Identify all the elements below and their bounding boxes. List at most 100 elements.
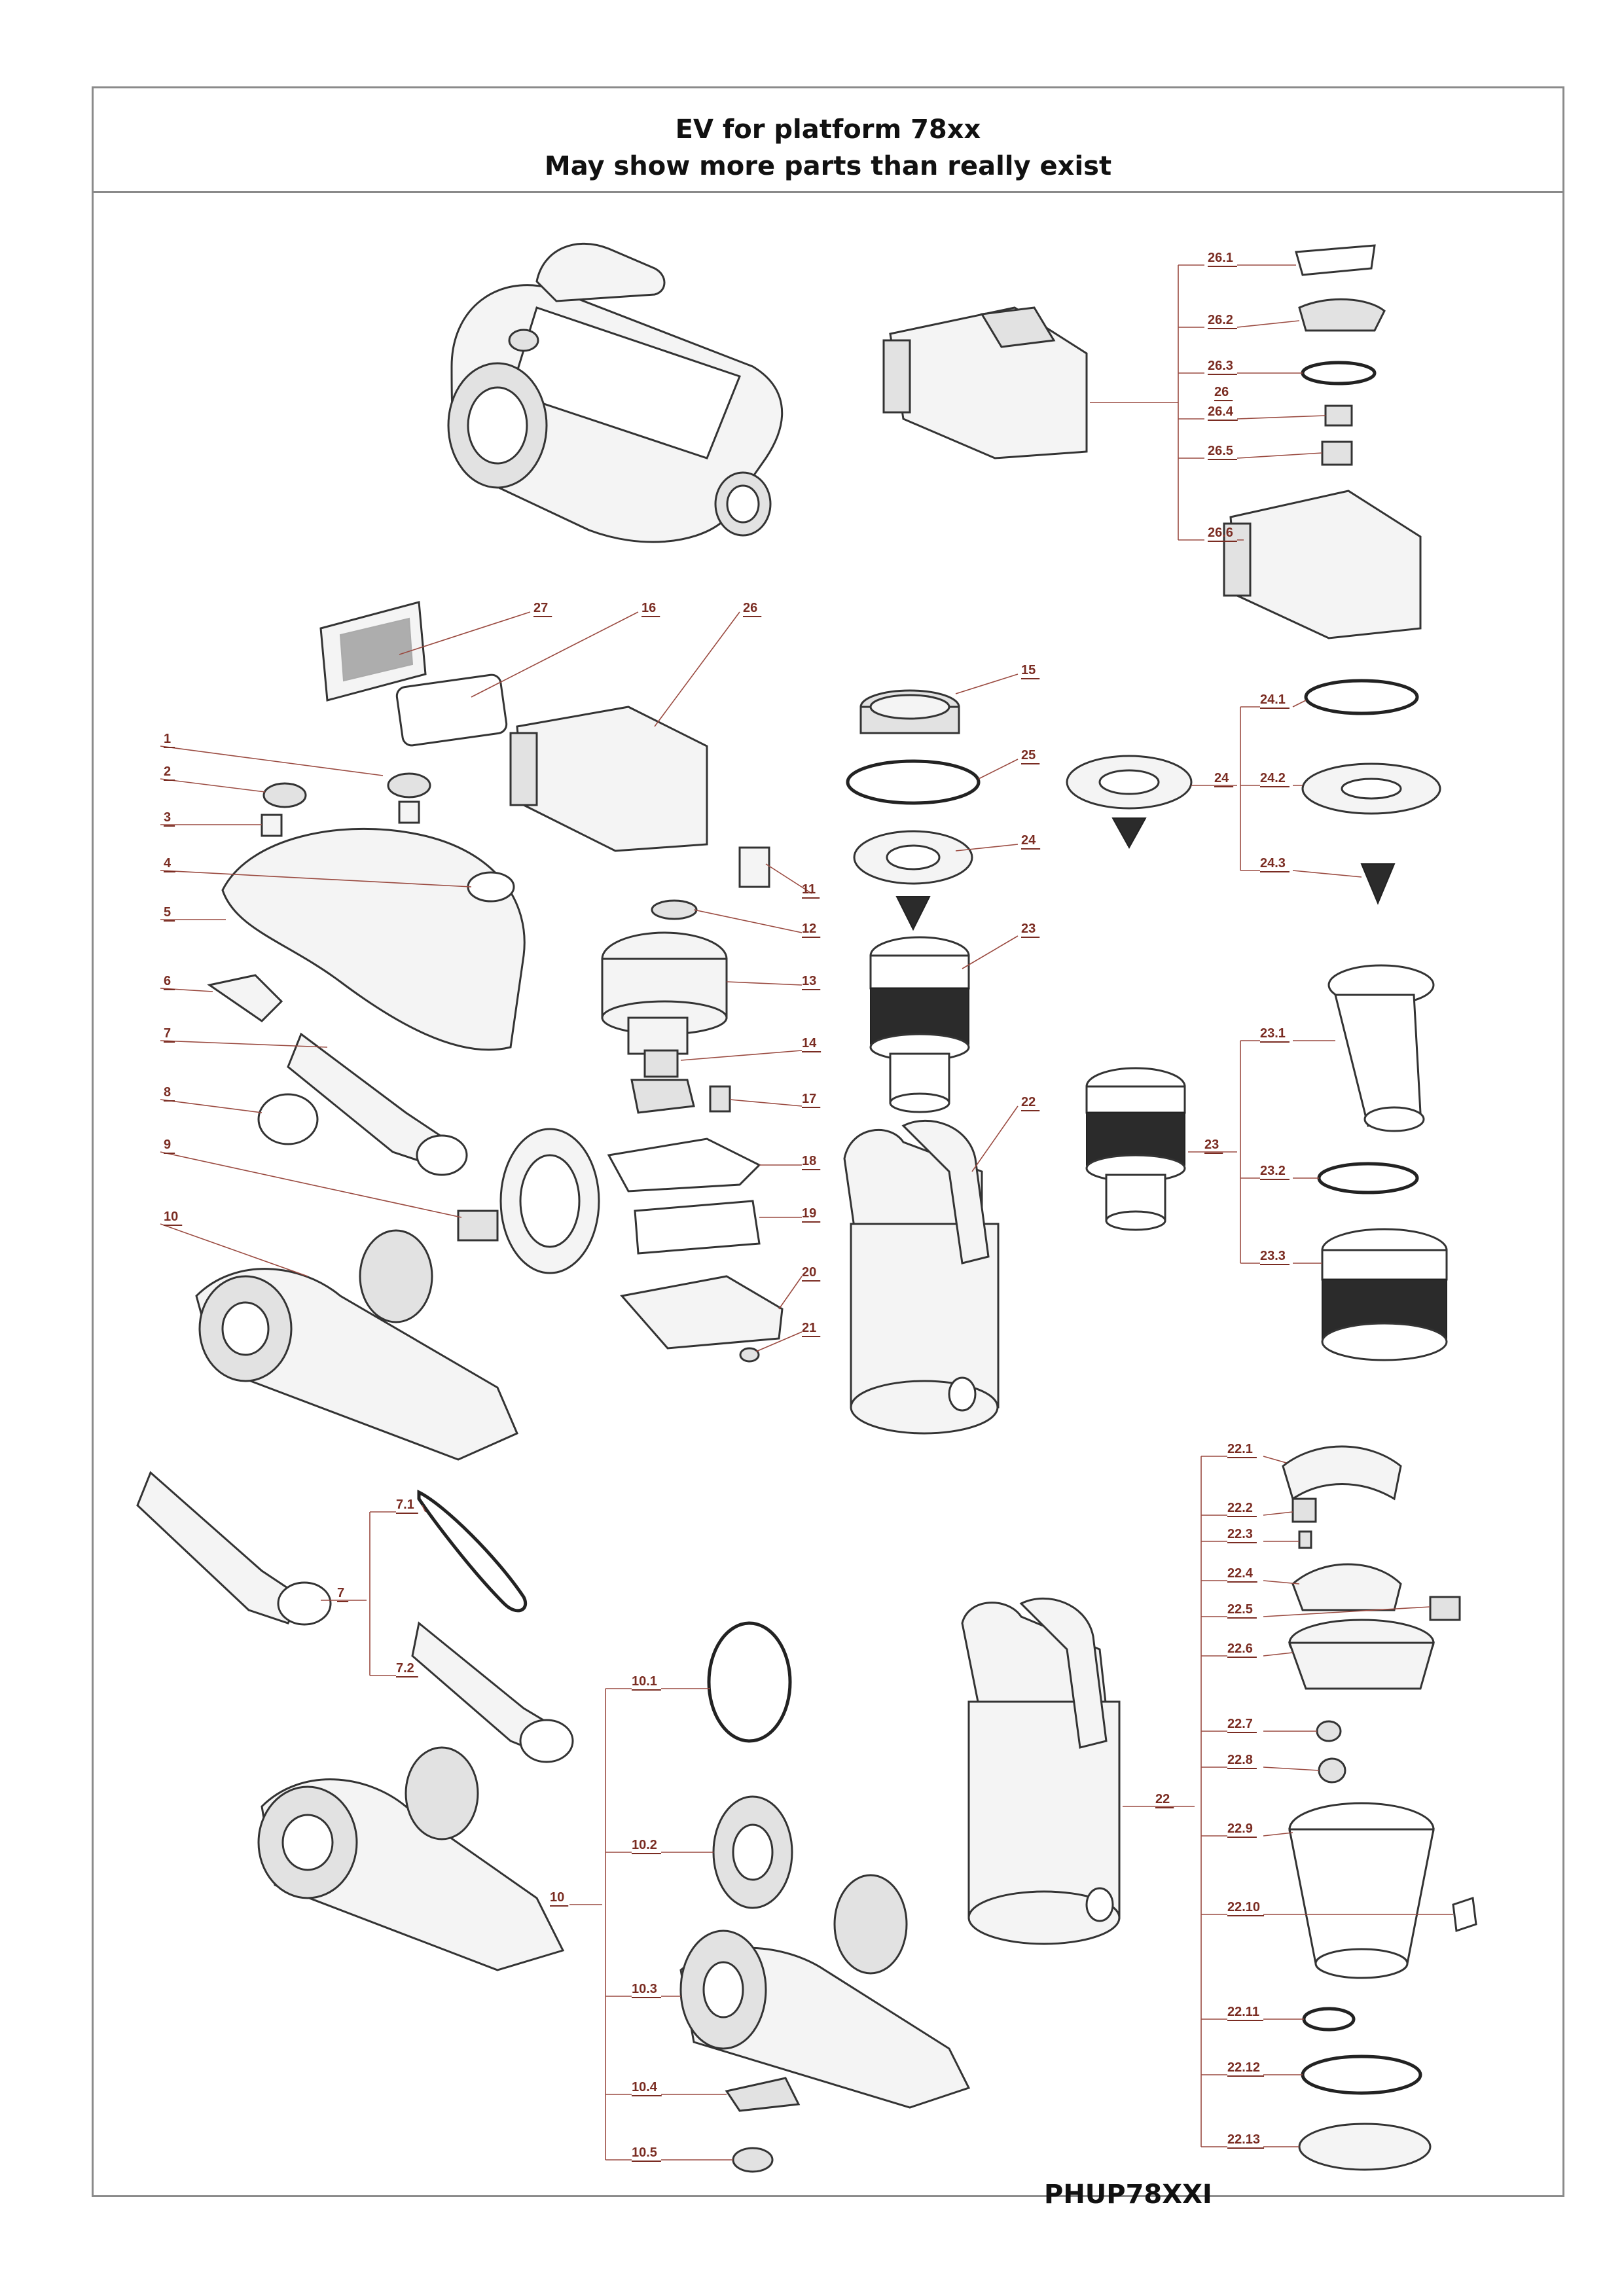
callout-13: 13 [802, 974, 816, 988]
part-10-3-shape [679, 1874, 971, 2109]
part-3-shape [261, 800, 420, 837]
part-27-shape [319, 601, 427, 702]
callout-22-9: 22.9 [1227, 1821, 1253, 1836]
callout-22-1: 22.1 [1227, 1442, 1253, 1456]
callout-22-13: 22.13 [1227, 2132, 1260, 2147]
part-23-3-shape [1321, 1228, 1448, 1361]
callout-10-1: 10.1 [632, 1674, 657, 1689]
callout-11: 11 [802, 882, 816, 897]
callout-22: 22 [1021, 1095, 1036, 1109]
part-14-shape [643, 1049, 679, 1078]
callout-26-cluster: 26 [743, 601, 757, 615]
callout-8: 8 [164, 1085, 171, 1100]
part-18-shape [607, 1138, 761, 1193]
part-20-shape [620, 1275, 784, 1350]
part-26-2-shape [1298, 298, 1386, 332]
callout-10-detail: 10 [550, 1890, 564, 1905]
callout-22-5: 22.5 [1227, 1602, 1253, 1617]
callout-21: 21 [802, 1321, 816, 1335]
part-11-shape [738, 846, 770, 888]
header-box: EV for platform 78xx May show more parts… [94, 88, 1562, 193]
part-22-1-shape [1282, 1445, 1402, 1501]
callout-26-4: 26.4 [1208, 404, 1234, 419]
callout-23-2: 23.2 [1260, 1164, 1286, 1178]
callout-15: 15 [1021, 663, 1036, 677]
part-26-4-shape [1324, 404, 1353, 427]
callout-14: 14 [802, 1036, 817, 1050]
part-13-shape [601, 931, 728, 1055]
callout-24-1: 24.1 [1260, 692, 1286, 707]
callout-23-1: 23.1 [1260, 1026, 1286, 1041]
part-22-5-shape [1429, 1596, 1461, 1621]
callout-5: 5 [164, 905, 171, 920]
callout-26-1: 26.1 [1208, 251, 1233, 265]
part-4-5-body-shape [221, 827, 526, 1051]
part-24-shape [853, 830, 973, 931]
part-22-3-shape [1298, 1530, 1312, 1549]
part-10-1-shape [707, 1621, 792, 1743]
part-9-shape [457, 1128, 600, 1274]
part-22-2-shape [1291, 1498, 1317, 1523]
callout-26-6: 26.6 [1208, 526, 1233, 540]
callout-24-detail: 24 [1214, 771, 1229, 785]
callout-12: 12 [802, 922, 816, 936]
model-code: PHUP78XXI [1044, 2179, 1212, 2210]
callout-9: 9 [164, 1138, 171, 1152]
callout-22-8: 22.8 [1227, 1753, 1253, 1767]
part-7-2-shape [411, 1621, 574, 1763]
callout-7-1: 7.1 [396, 1498, 414, 1512]
callout-22-4: 22.4 [1227, 1566, 1254, 1581]
callout-22-11: 22.11 [1227, 2005, 1259, 2019]
part-24-detail-shape [1066, 755, 1193, 850]
callout-23-detail: 23 [1204, 1138, 1219, 1152]
callout-2: 2 [164, 764, 171, 779]
callout-7-detail: 7 [337, 1586, 344, 1600]
callout-22-3: 22.3 [1227, 1527, 1253, 1541]
part-8-shape [257, 1093, 319, 1145]
callout-3: 3 [164, 810, 171, 825]
callout-24: 24 [1021, 833, 1036, 848]
callout-22-10: 22.10 [1227, 1900, 1260, 1914]
part-26-6-shape [1223, 490, 1422, 639]
part-22-detail-shape [961, 1597, 1121, 1945]
callout-6: 6 [164, 974, 171, 988]
part-24-3-shape [1360, 863, 1396, 905]
part-15-shape [859, 689, 960, 734]
top-cover-assembly-26 [882, 306, 1088, 459]
part-6-shape [207, 974, 283, 1022]
part-22-6-shape [1288, 1619, 1435, 1690]
callout-26-2: 26.2 [1208, 313, 1233, 327]
part-22-9-shape [1288, 1802, 1435, 1979]
callout-10-2: 10.2 [632, 1838, 657, 1852]
callout-1: 1 [164, 732, 171, 746]
callout-27: 27 [533, 601, 548, 615]
callout-26-3: 26.3 [1208, 359, 1233, 373]
callout-10-3: 10.3 [632, 1982, 657, 1996]
part-10-base-shape [257, 1746, 565, 1971]
part-10-2-shape [712, 1795, 793, 1909]
part-12-shape [651, 899, 698, 920]
callout-20: 20 [802, 1265, 816, 1280]
part-22-cluster-shape [843, 1119, 1000, 1435]
callout-19: 19 [802, 1206, 816, 1221]
callout-16: 16 [641, 601, 656, 615]
part-22-4-shape [1291, 1563, 1402, 1611]
part-1-shape [387, 772, 431, 798]
part-26-cluster-shape [509, 706, 708, 852]
callout-23: 23 [1021, 922, 1036, 936]
part-10-4-shape [725, 2077, 801, 2112]
title-line-1: EV for platform 78xx [675, 115, 981, 145]
callout-26-top: 26 [1214, 385, 1229, 399]
callout-22-7: 22.7 [1227, 1717, 1253, 1731]
part-23-1-shape [1327, 964, 1435, 1132]
callout-22-12: 22.12 [1227, 2060, 1260, 2075]
callout-24-3: 24.3 [1260, 856, 1286, 870]
part-22-10-shape [1452, 1896, 1477, 1933]
part-19-shape [634, 1200, 761, 1255]
callout-18: 18 [802, 1154, 816, 1168]
callout-26-5: 26.5 [1208, 444, 1233, 458]
callout-10: 10 [164, 1210, 178, 1224]
callout-17: 17 [802, 1092, 816, 1106]
callout-7: 7 [164, 1026, 171, 1041]
